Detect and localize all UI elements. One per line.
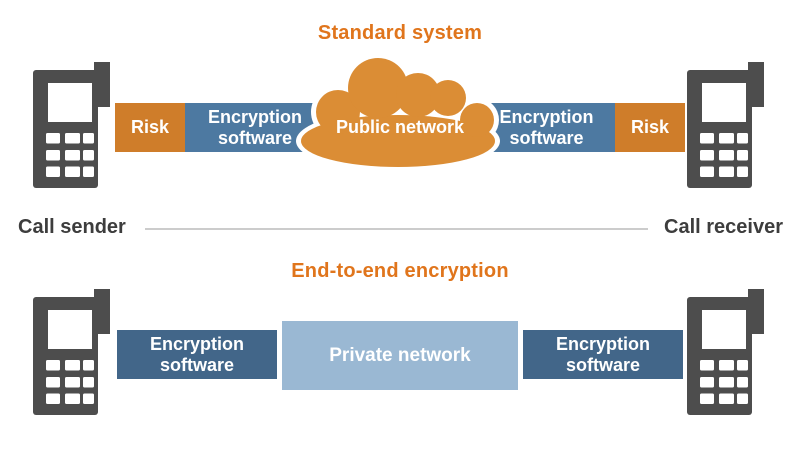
encryption-software-box-bottom-right: Encryption software [523,330,683,379]
encryption-software-box-top-right: Encryption software [478,103,615,152]
cloud-icon [296,53,500,172]
call-sender-label: Call sender [18,216,126,238]
phone-icon [687,289,764,415]
phone-icon [33,62,110,188]
encryption-software-box-top-left: Encryption software [185,103,325,152]
sender-receiver-divider [145,228,648,230]
encryption-software-box-bottom-left: Encryption software [117,330,277,379]
phone-icon [33,289,110,415]
public-network-label: Public network [335,117,465,137]
call-receiver-label: Call receiver [664,216,783,238]
standard-system-title: Standard system [317,22,483,44]
risk-box-right: Risk [615,103,685,152]
risk-box-left: Risk [115,103,185,152]
phone-icon [687,62,764,188]
private-network-box: Private network [282,321,518,390]
end-to-end-title: End-to-end encryption [291,260,509,282]
